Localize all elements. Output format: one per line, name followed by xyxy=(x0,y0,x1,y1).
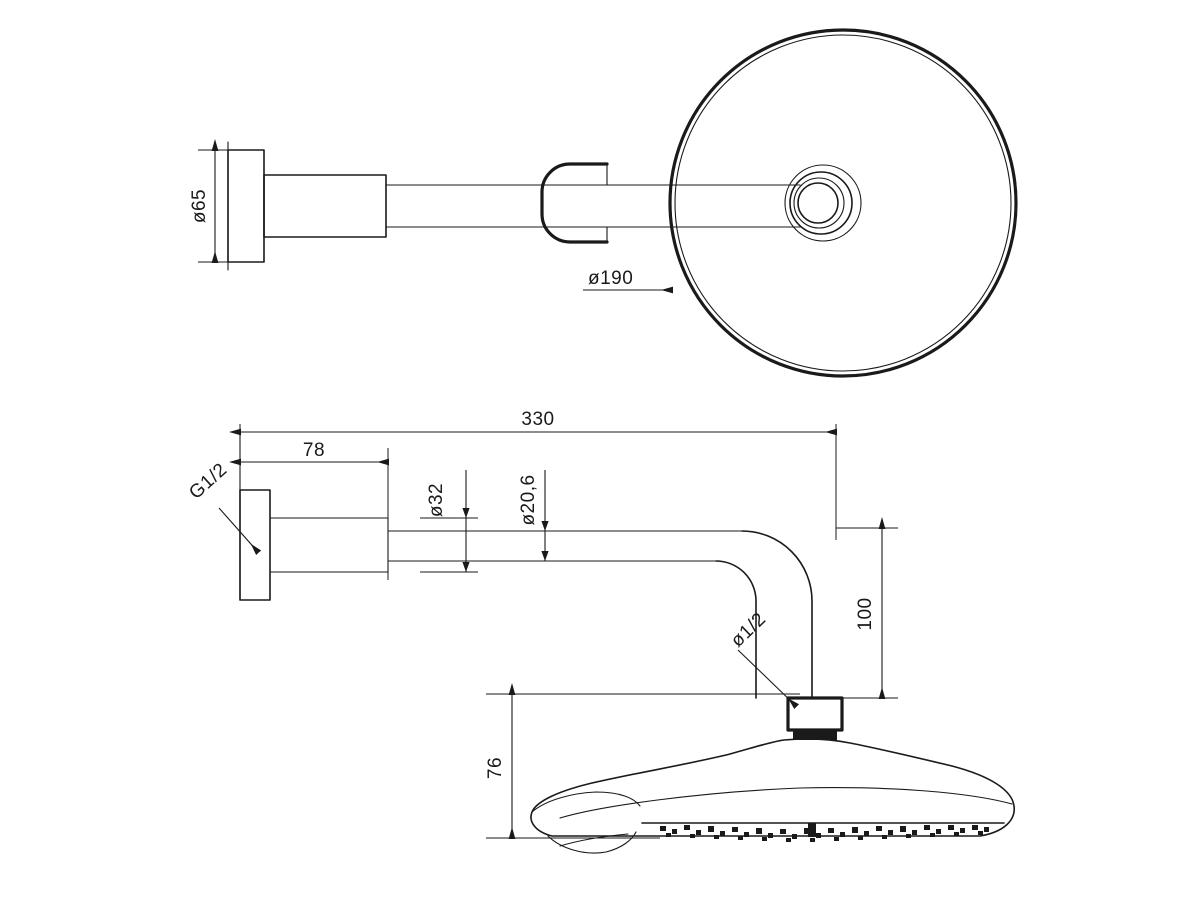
dim-206-arrow-bottom xyxy=(541,551,549,561)
dim-label-flange-diameter: ø65 xyxy=(189,189,210,223)
dim-label-head-diameter: ø190 xyxy=(588,268,633,289)
dim-label-flange-to-step: 78 xyxy=(303,440,325,461)
nozzle-array xyxy=(660,823,989,842)
shower-head-lip-line xyxy=(559,833,629,847)
elbow-outer-curve xyxy=(741,530,813,699)
arm-large-tube-top xyxy=(263,174,387,238)
swivel-ring-1 xyxy=(797,182,839,224)
dim-o12-leader xyxy=(737,649,800,710)
swivel-connector-collar xyxy=(793,730,837,740)
shower-head-inner-rim xyxy=(674,34,1012,372)
dim-head-diameter: ø190 xyxy=(583,268,673,294)
dim-label-drop-height: 100 xyxy=(855,597,876,630)
swivel-ring-4 xyxy=(784,164,862,242)
top-view: ø65 ø190 xyxy=(189,28,1018,378)
wall-flange-side xyxy=(239,489,271,601)
dim-inlet-thread: G1/2 xyxy=(185,459,262,556)
dim-g12-leader xyxy=(218,507,262,556)
side-view: 330 78 ø32 xyxy=(185,409,1015,854)
dim-tube-small-diameter: ø20,6 xyxy=(510,470,570,562)
dim-32-arrow-top xyxy=(462,508,470,518)
dim-tube-large-diameter: ø32 xyxy=(420,470,478,573)
elbow-bracket-top xyxy=(540,162,609,244)
dim-outlet-thread: ø1/2 xyxy=(727,609,800,710)
dim-label-arm-length: 330 xyxy=(521,409,554,430)
dim-label-head-height: 76 xyxy=(485,757,506,779)
dim-32-arrow-bottom xyxy=(462,562,470,572)
dim-206-arrow-top xyxy=(541,521,549,531)
shower-head-body xyxy=(530,738,1015,837)
shower-head-outer-circle xyxy=(668,28,1018,378)
dim-head-height: 76 xyxy=(485,683,800,839)
shower-head-contour xyxy=(559,787,1013,819)
wall-flange-top xyxy=(227,149,265,263)
dim-label-outlet-thread: ø1/2 xyxy=(727,609,770,652)
dim-flange-to-step: 78 xyxy=(229,440,389,580)
dim-label-inlet-thread: G1/2 xyxy=(185,459,231,504)
elbow-inner-curve xyxy=(715,560,757,699)
shower-head-lower-lip xyxy=(547,831,637,854)
dim-drop-height: 100 xyxy=(836,517,898,699)
shower-head-grip-crease xyxy=(531,791,641,813)
swivel-ring-3 xyxy=(789,171,853,235)
dim-flange-diameter: ø65 xyxy=(189,139,240,263)
dim-label-tube-large-diameter: ø32 xyxy=(426,483,447,517)
swivel-ring-2 xyxy=(793,177,845,229)
dim-label-tube-small-diameter: ø20,6 xyxy=(518,474,539,525)
swivel-connector-block xyxy=(786,696,844,732)
